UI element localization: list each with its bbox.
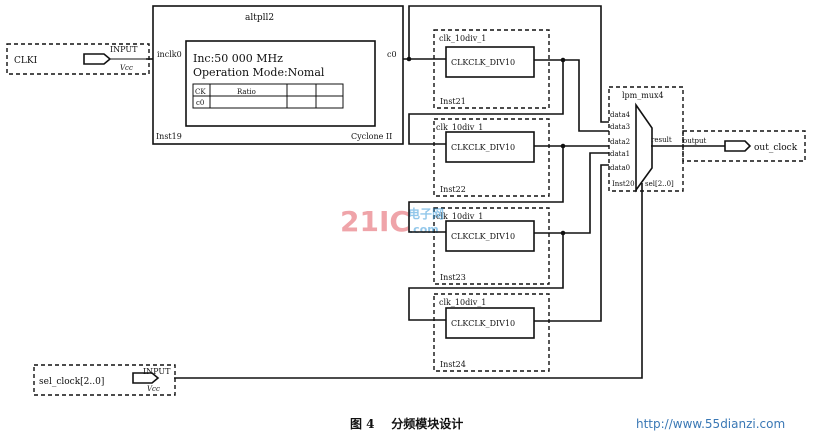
wire-c0-to-data4	[408, 5, 609, 123]
sel-pin-frame	[33, 364, 176, 396]
divider-body: CLKCLK_DIV10	[451, 58, 515, 67]
clki-label: CLKI	[14, 56, 38, 66]
mux-sel-port: sel[2..0]	[645, 180, 674, 188]
sel-pin-type: INPUT	[143, 367, 171, 376]
divider-title: clk_10div_1	[436, 123, 483, 132]
mux-symbol	[635, 102, 653, 193]
mux-instance: Inst20	[612, 180, 635, 188]
altpll-device: Cyclone II	[351, 132, 392, 141]
watermark-domain: .com	[409, 223, 439, 236]
wire-inst21-to-data3	[563, 59, 609, 132]
watermark: 21IC 电子网 .com	[340, 205, 444, 238]
divider-frame	[433, 118, 550, 197]
wire-inst23-to-inst24	[408, 233, 564, 321]
divider-body: CLKCLK_DIV10	[451, 232, 515, 241]
ratio-table-row-c0: c0	[196, 99, 204, 107]
wire-inst23-to-data1	[563, 152, 609, 234]
output-pin-label: out_clock	[754, 143, 798, 153]
divider-core	[445, 307, 535, 339]
altpll-frame	[152, 5, 404, 145]
divider-body: CLKCLK_DIV10	[451, 143, 515, 152]
divider-title: clk_10div_1	[436, 212, 483, 221]
wire-inst24-to-data0	[534, 164, 609, 322]
mux-input-data0: data0	[610, 164, 630, 172]
divider-block-inst23: clk_10div_1 CLKCLK_DIV10 Inst23	[433, 207, 550, 285]
altpll-title: altpll2	[245, 13, 274, 23]
divider-title: clk_10div_1	[439, 34, 486, 43]
watermark-logo: 21IC	[340, 205, 410, 238]
divider-frame	[433, 293, 550, 372]
sel-pin-label: sel_clock[2..0]	[39, 377, 104, 387]
divider-core	[445, 220, 535, 252]
divider-core	[445, 131, 535, 163]
wire-inst21-to-inst22	[408, 60, 564, 145]
clki-pin-arrow	[83, 53, 112, 65]
sel-clock-input-pin: sel_clock[2..0] INPUT Vcc	[33, 364, 176, 396]
divider-instance: Inst23	[440, 273, 466, 282]
sel-pin-arrow	[132, 372, 160, 384]
altpll-mode: Operation Mode:Nomal	[193, 66, 325, 79]
mux-input-data1: data1	[610, 150, 630, 158]
figure-caption: 图 4 分频模块设计	[350, 416, 463, 431]
divider-block-inst22: clk_10div_1 CLKCLK_DIV10 Inst22	[433, 118, 550, 197]
mux-block: lpm_mux4 data4 data3 data2 data1 data0 r…	[608, 86, 684, 193]
clki-input-pin: CLKI INPUT Vcc	[6, 43, 150, 75]
altpll-port-inclk0: inclk0	[157, 50, 182, 59]
divider-instance: Inst21	[440, 97, 466, 106]
divider-block-inst21: clk_10div_1 CLKCLK_DIV10 Inst21	[433, 29, 550, 109]
divider-core	[445, 46, 535, 78]
altpll-block: altpll2 inclk0 c0 Inc:50 000 MHz Operati…	[152, 5, 404, 145]
sel-pin-vcc: Vcc	[147, 385, 160, 393]
ratio-table-header-ck: CK	[195, 88, 206, 96]
altpll-ratio-table: CK Ratio c0	[192, 83, 344, 109]
altpll-frequency: Inc:50 000 MHz	[193, 52, 283, 65]
wire-inst22-to-inst23	[408, 146, 564, 233]
wire-sel-bus	[174, 183, 643, 379]
mux-input-data3: data3	[610, 123, 630, 131]
divider-instance: Inst22	[440, 185, 466, 194]
mux-input-data4: data4	[610, 111, 631, 119]
ratio-table-header-ratio: Ratio	[237, 88, 256, 96]
divider-instance: Inst24	[440, 360, 466, 369]
divider-title: clk_10div_1	[439, 298, 486, 307]
altpll-port-c0: c0	[387, 50, 397, 59]
clki-vcc: Vcc	[120, 64, 133, 72]
watermark-suffix: 电子网	[408, 206, 444, 221]
divider-block-inst24: clk_10div_1 CLKCLK_DIV10 Inst24	[433, 293, 550, 372]
mux-input-data2: data2	[610, 138, 630, 146]
output-pin-arrow	[724, 140, 752, 152]
mux-result-port: result	[651, 136, 672, 144]
source-url: http://www.55dianzi.com	[636, 417, 785, 431]
divider-frame	[433, 29, 550, 109]
altpll-inner-frame	[185, 40, 376, 127]
divider-frame	[433, 207, 550, 285]
output-pin-frame	[682, 130, 806, 162]
wiring	[174, 5, 725, 379]
mux-title: lpm_mux4	[622, 91, 664, 100]
altpll-instance: Inst19	[156, 132, 182, 141]
output-pin: output out_clock	[682, 130, 806, 162]
clki-type: INPUT	[110, 45, 138, 54]
divider-body: CLKCLK_DIV10	[451, 319, 515, 328]
output-pin-type: output	[683, 137, 707, 145]
